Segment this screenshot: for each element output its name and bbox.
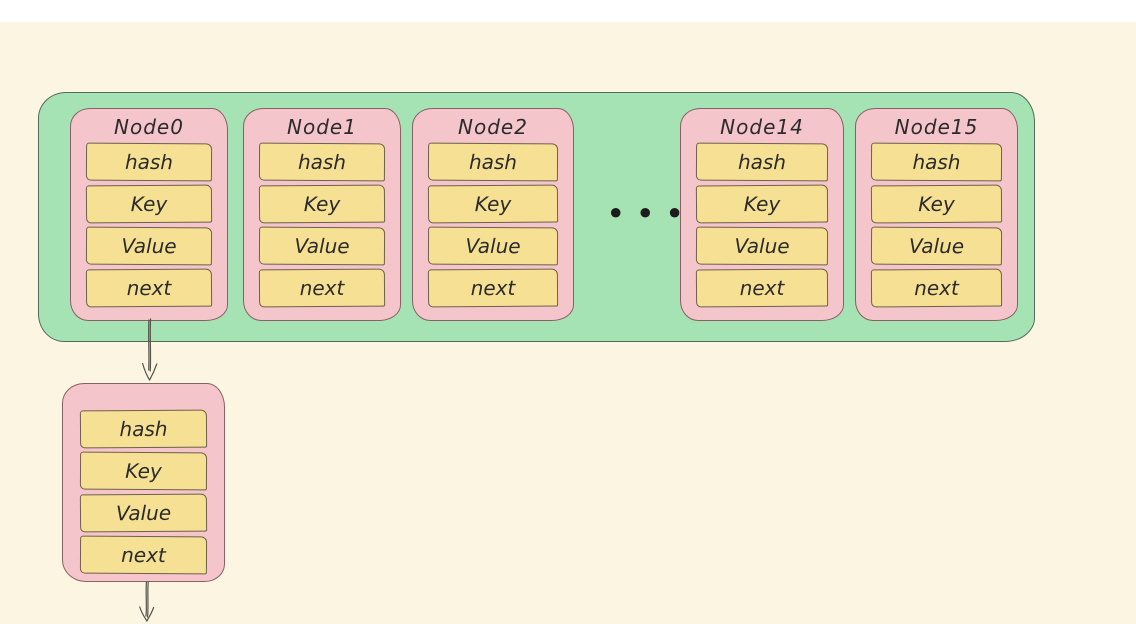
field-box: Key (258, 184, 386, 224)
node-title: Node0 (114, 115, 184, 139)
field-box: Key (79, 451, 208, 491)
node-title: Node1 (287, 115, 357, 139)
field-box: Value (79, 493, 208, 533)
field-box: next (79, 535, 208, 575)
page-top-strip (0, 0, 1136, 22)
field-box: Key (85, 184, 213, 224)
field-box: hash (79, 409, 208, 449)
ellipsis-dots: ••• (606, 194, 695, 233)
field-box: hash (85, 142, 213, 182)
field-box: hash (870, 142, 1003, 182)
field-box: next (695, 268, 829, 308)
node-title: Node14 (720, 115, 804, 139)
field-box: Value (258, 226, 386, 266)
field-box: hash (695, 142, 829, 182)
field-box: Value (427, 226, 559, 266)
field-box: Value (870, 226, 1003, 266)
field-box: Value (695, 226, 829, 266)
field-box: hash (258, 142, 386, 182)
field-box: next (85, 268, 213, 308)
node-title: Node2 (458, 115, 528, 139)
field-box: Key (870, 184, 1003, 224)
field-box: Value (85, 226, 213, 266)
field-box: next (258, 268, 386, 308)
field-box: Key (695, 184, 829, 224)
field-box: Key (427, 184, 559, 224)
arrow-chained-node-down (139, 581, 155, 622)
field-box: next (870, 268, 1003, 308)
field-box: hash (427, 142, 559, 182)
node-title: Node15 (894, 115, 979, 139)
field-box: next (427, 268, 559, 308)
